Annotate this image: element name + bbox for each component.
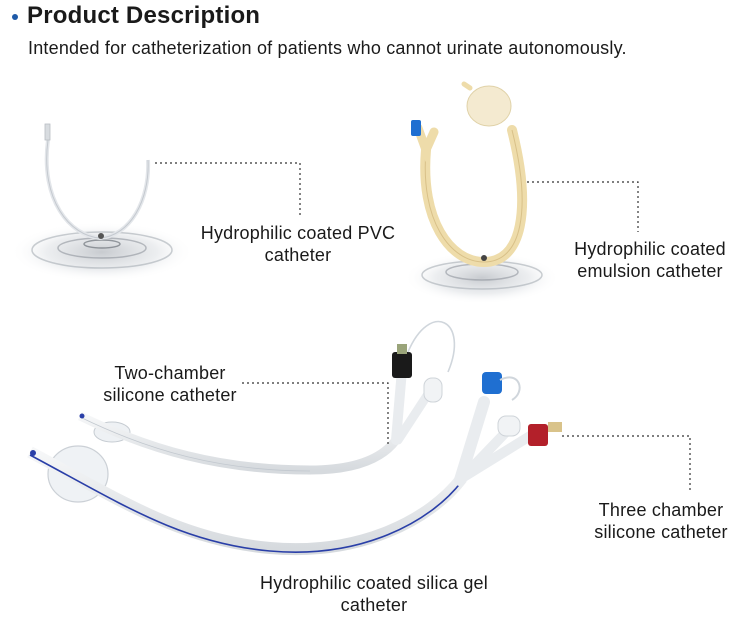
three-chamber-catheter-image xyxy=(27,372,562,556)
label-emulsion-catheter: Hydrophilic coated emulsion catheter xyxy=(574,239,726,281)
bullet-icon xyxy=(12,14,18,20)
label-three-chamber-catheter: Three chamber silicone catheter xyxy=(594,500,728,542)
intro-text: Intended for catheterization of patients… xyxy=(28,38,627,58)
label-silica-gel-catheter: Hydrophilic coated silica gel catheter xyxy=(260,573,488,615)
two-chamber-catheter-image xyxy=(78,320,456,475)
pvc-catheter-image xyxy=(10,123,194,282)
label-pvc-catheter: Hydrophilic coated PVC catheter xyxy=(200,223,396,265)
leader-lines xyxy=(155,162,691,490)
page-title: Product Description xyxy=(27,2,261,29)
section-heading: Product Description xyxy=(12,2,260,30)
label-two-chamber-catheter: Two-chamber silicone catheter xyxy=(103,363,237,405)
emulsion-catheter-image xyxy=(404,81,560,304)
